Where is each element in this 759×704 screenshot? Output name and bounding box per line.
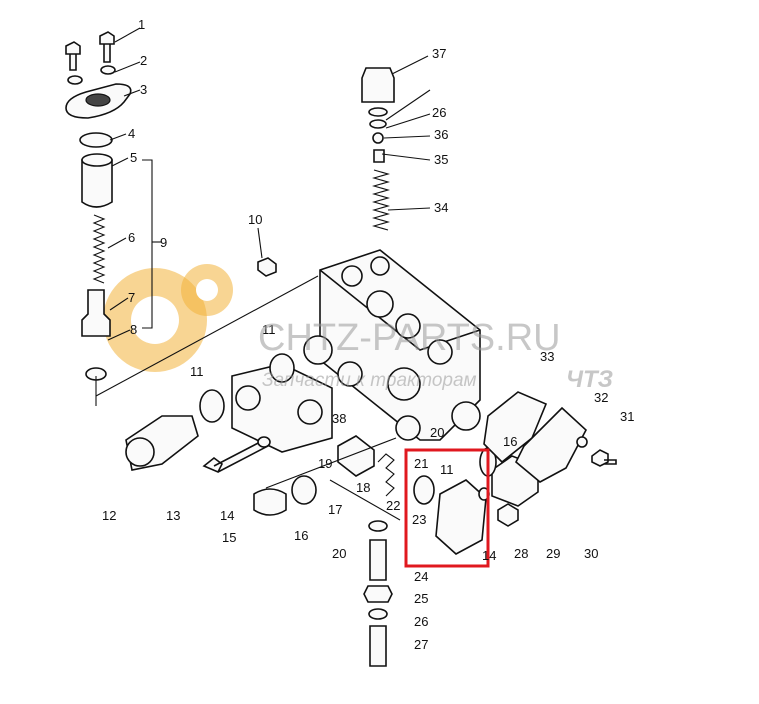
callout-label: 26: [432, 105, 446, 120]
leader-lines: [107, 27, 431, 341]
callout-label: 16: [294, 528, 308, 543]
callout-label: 12: [102, 508, 116, 523]
callout-label: 11: [440, 462, 454, 477]
callout-label: 21: [414, 456, 428, 471]
callout-label: 1: [138, 17, 145, 32]
callout-label: 19: [318, 456, 332, 471]
callout-label: 11: [190, 364, 204, 379]
callout-label: 33: [540, 349, 554, 364]
callout-label: 25: [414, 591, 428, 606]
callout-label: 13: [166, 508, 180, 523]
watermark-tagline-brand: ЧТЗ: [566, 366, 613, 393]
callout-label: 32: [594, 390, 608, 405]
callout-label: 6: [128, 230, 135, 245]
watermark-brand: CHTZ-PARTS.RU: [258, 317, 561, 359]
callout-label: 3: [140, 82, 147, 97]
parts-drawing: [65, 31, 617, 667]
callout-label: 24: [414, 569, 428, 584]
callout-label: 36: [434, 127, 448, 142]
watermark-gear-icon: [103, 264, 233, 372]
callout-label: 2: [140, 53, 147, 68]
callout-label: 18: [356, 480, 370, 495]
callout-label: 31: [620, 409, 634, 424]
callout-label: 5: [130, 150, 137, 165]
callout-label: 20: [430, 425, 444, 440]
callout-label: 35: [434, 152, 448, 167]
callout-label: 7: [128, 290, 135, 305]
callout-label: 9: [160, 235, 167, 250]
callout-label: 27: [414, 637, 428, 652]
callout-label: 29: [546, 546, 560, 561]
callout-label: 10: [248, 212, 262, 227]
callout-label: 22: [386, 498, 400, 513]
callout-label: 15: [222, 530, 236, 545]
callout-label: 38: [332, 411, 346, 426]
callout-label: 37: [432, 46, 446, 61]
watermark: CHTZ-PARTS.RU Запчасти к тракторам ЧТЗ: [258, 317, 613, 393]
callout-label: 34: [434, 200, 448, 215]
callout-label: 14: [482, 548, 496, 563]
callout-labels: 1 2 3 4 5 6 7 8 9 10 11 11 11 12 13 14 1…: [102, 17, 634, 652]
watermark-tagline: Запчасти к тракторам: [262, 370, 477, 391]
callout-label: 14: [220, 508, 234, 523]
callout-label: 8: [130, 322, 137, 337]
callout-label: 4: [128, 126, 135, 141]
callout-label: 17: [328, 502, 342, 517]
assembly-guide-lines: [95, 275, 401, 521]
callout-label: 16: [503, 434, 517, 449]
callout-label: 26: [414, 614, 428, 629]
callout-label: 20: [332, 546, 346, 561]
callout-label: 23: [412, 512, 426, 527]
callout-label: 30: [584, 546, 598, 561]
callout-label: 11: [262, 322, 276, 337]
highlight-box: [404, 448, 490, 568]
callout-label: 28: [514, 546, 528, 561]
